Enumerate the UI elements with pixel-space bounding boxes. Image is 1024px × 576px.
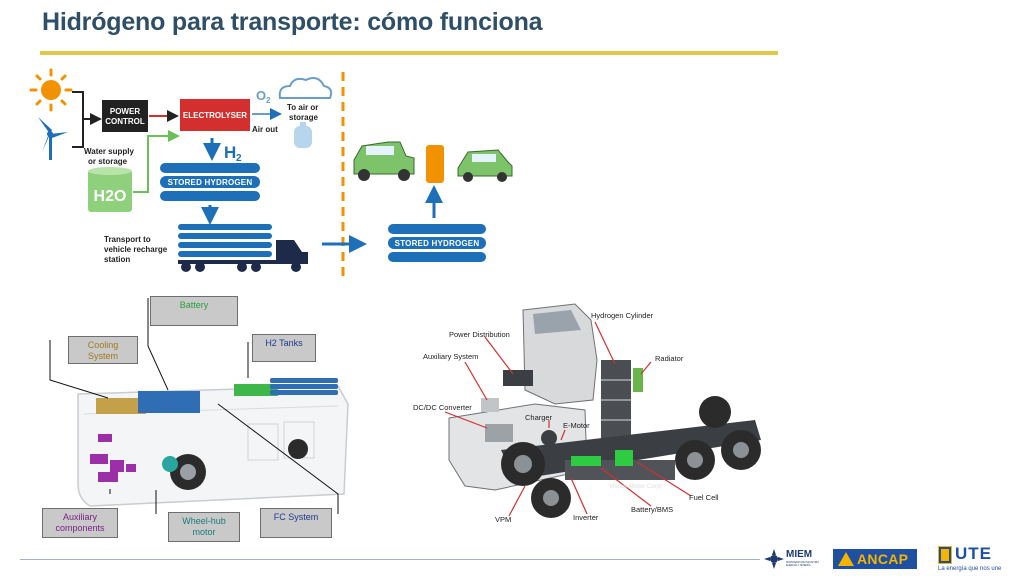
footer-divider [20, 559, 760, 560]
h2-sub: 2 [236, 153, 242, 164]
lbl-battery-bms: Battery/BMS [631, 505, 673, 514]
miem-name: MIEM [786, 549, 813, 560]
h2-tanks-label: H2 Tanks [265, 338, 303, 348]
wheel-hub-motor-callout: Wheel-hub motor [168, 512, 240, 542]
h2-tanks-callout: H2 Tanks [252, 334, 316, 362]
gas-cylinder-icon [294, 122, 312, 148]
lbl-radiator: Radiator [655, 354, 684, 363]
to-air-label-1: To air or [287, 103, 318, 112]
transport-label-3: station [104, 255, 130, 264]
ute-emblem-icon [938, 546, 952, 564]
pickup-truck-icon [353, 141, 415, 181]
miem-logo: MIEM MINISTERIO DE INDUSTRIA ENERGÍA Y M… [764, 547, 824, 571]
cooling-system-callout: Cooling System [68, 336, 138, 364]
cooling-system-label-2: System [87, 351, 118, 361]
ancap-triangle-icon [838, 552, 854, 566]
battery-callout: Battery [150, 296, 238, 326]
h2o-label: H2O [94, 188, 127, 205]
battery-label: Battery [179, 300, 209, 310]
sun-icon [29, 68, 73, 112]
stored-hydrogen-right: STORED HYDROGEN [388, 224, 486, 262]
o2-label: O [256, 88, 266, 103]
ancap-name: ANCAP [857, 551, 909, 567]
fc-system-callout: FC System [260, 508, 332, 538]
miem-emblem-icon [764, 549, 784, 569]
wheel-hub-label-1: Wheel-hub [182, 516, 226, 526]
fuel-cell-bus-diagram: Battery Cooling System H2 Tanks Auxiliar… [38, 294, 358, 552]
air-out-label: Air out [252, 125, 278, 134]
lbl-charger: Charger [525, 413, 553, 422]
power-control-box: POWER CONTROL [102, 100, 148, 132]
title-underline [40, 51, 778, 55]
tanker-truck-icon [178, 224, 308, 272]
to-air-label-2: storage [289, 113, 318, 122]
wheel-hub-label-2: motor [192, 527, 216, 537]
power-control-label-1: POWER [110, 107, 140, 116]
electrolyser-label: ELECTROLYSER [183, 111, 247, 120]
ute-logo: UTE La energía que nos une [938, 544, 1008, 574]
car-icon [457, 149, 513, 182]
stored-hydrogen-left-label: STORED HYDROGEN [168, 178, 253, 187]
cloud-icon [278, 77, 333, 99]
cooling-system-label-1: Cooling [87, 340, 119, 350]
fuel-cell-truck-diagram: Vision Motor Corp Hydrogen Cylinder Powe… [405, 300, 775, 528]
truck-brand: Vision Motor Corp [609, 484, 661, 490]
lbl-dc-dc-converter: DC/DC Converter [413, 403, 472, 412]
auxiliary-label-1: Auxiliary [62, 512, 97, 522]
lbl-auxiliary-system: Auxiliary System [423, 352, 478, 361]
lbl-e-motor: E-Motor [563, 421, 590, 430]
slide-title: Hidrógeno para transporte: cómo funciona [42, 8, 543, 36]
h2-label: H [224, 143, 236, 162]
fc-system-label: FC System [273, 512, 319, 522]
water-supply-label-1: Water supply [84, 147, 134, 156]
ancap-logo: ANCAP [833, 549, 917, 569]
ute-name: UTE [955, 544, 992, 563]
ute-tagline: La energía que nos une [938, 566, 1002, 572]
lbl-inverter: Inverter [573, 513, 599, 522]
wind-turbine-icon [38, 117, 68, 160]
transport-label-1: Transport to [104, 235, 151, 244]
water-tank-icon: H2O [88, 167, 132, 212]
lbl-hydrogen-cylinder: Hydrogen Cylinder [591, 311, 654, 320]
miem-subtitle: MINISTERIO DE INDUSTRIA ENERGÍA Y MINERÍ… [786, 561, 819, 567]
transport-label-2: vehicle recharge [104, 245, 168, 254]
truck-illustration: Vision Motor Corp Hydrogen Cylinder Powe… [413, 303, 761, 524]
lbl-vpm: VPM [495, 515, 511, 524]
electrolyser-box: ELECTROLYSER [180, 99, 250, 131]
stored-hydrogen-right-label: STORED HYDROGEN [395, 239, 480, 248]
hydrogen-process-diagram: POWER CONTROL ELECTROLYSER O 2 Air out T… [29, 68, 513, 280]
stored-hydrogen-left: STORED HYDROGEN [160, 163, 260, 201]
power-control-label-2: CONTROL [105, 117, 145, 126]
bus-illustration [49, 298, 349, 514]
water-supply-label-2: or storage [88, 157, 128, 166]
auxiliary-label-2: components [55, 523, 105, 533]
lbl-fuel-cell: Fuel Cell [689, 493, 719, 502]
hydrogen-pump-icon [426, 145, 444, 183]
lbl-power-distribution: Power Distribution [449, 330, 510, 339]
o2-sub: 2 [266, 96, 271, 105]
auxiliary-components-callout: Auxiliary components [42, 508, 118, 538]
